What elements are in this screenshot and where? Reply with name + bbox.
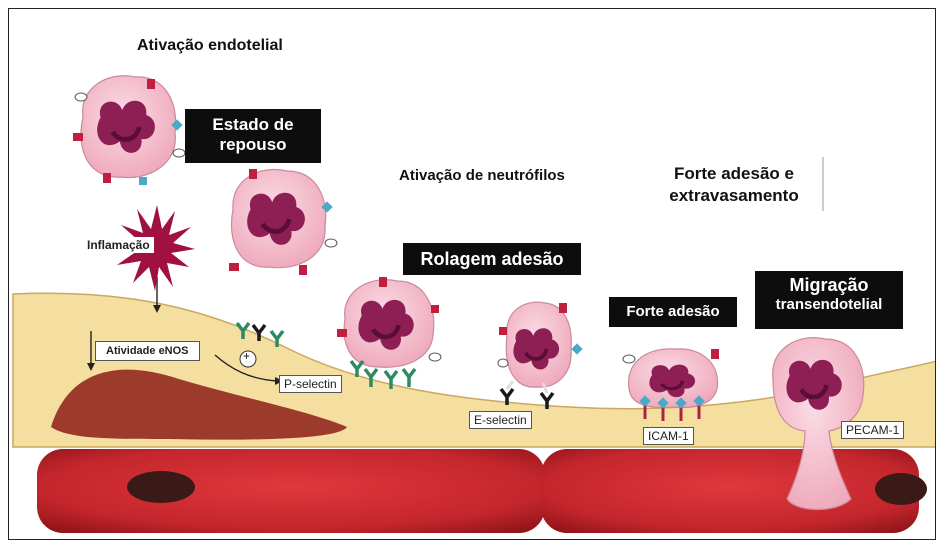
- label-strong-adhesion-extravasation: Forte adesão e extravasamento: [649, 163, 819, 207]
- diagram-frame: Ativação endotelial Estado de repouso At…: [8, 8, 936, 540]
- neutrophil-strong-adhesion: [623, 349, 719, 408]
- rbc-nucleus-right: [875, 473, 927, 505]
- label-resting-state: Estado de repouso: [185, 109, 321, 163]
- plus-sign: +: [243, 349, 250, 363]
- label-enos-activity: Atividade eNOS: [95, 341, 200, 361]
- neutrophil-rolling: [337, 277, 441, 367]
- neutrophil-eselectin: [498, 302, 583, 387]
- title-endothelial-activation-text: Ativação endotelial: [137, 37, 283, 55]
- red-blood-cell-right: [541, 449, 919, 533]
- label-neutrophil-activation: Ativação de neutrófilos: [399, 167, 565, 184]
- label-e-selectin: E-selectin: [469, 411, 532, 429]
- neutrophil-activated: [73, 76, 185, 185]
- label-inflammation: Inflamação: [83, 237, 154, 253]
- label-resting-state-text: Estado de repouso: [203, 115, 303, 154]
- label-strong-adhesion-extravasation-text: Forte adesão e extravasamento: [669, 164, 798, 205]
- label-migration-line2: transendotelial: [755, 296, 903, 313]
- label-rolling-adhesion: Rolagem adesão: [403, 243, 581, 275]
- label-transendothelial-migration: Migração transendotelial: [755, 271, 903, 329]
- neutrophil-resting: [229, 169, 337, 275]
- rbc-nucleus-left: [127, 471, 195, 503]
- label-strong-adhesion: Forte adesão: [609, 297, 737, 327]
- label-icam1: ICAM-1: [643, 427, 694, 445]
- red-blood-cell-left: [37, 449, 545, 533]
- label-p-selectin: P-selectin: [279, 375, 342, 393]
- label-migration-line1: Migração: [755, 275, 903, 296]
- label-pecam1: PECAM-1: [841, 421, 904, 439]
